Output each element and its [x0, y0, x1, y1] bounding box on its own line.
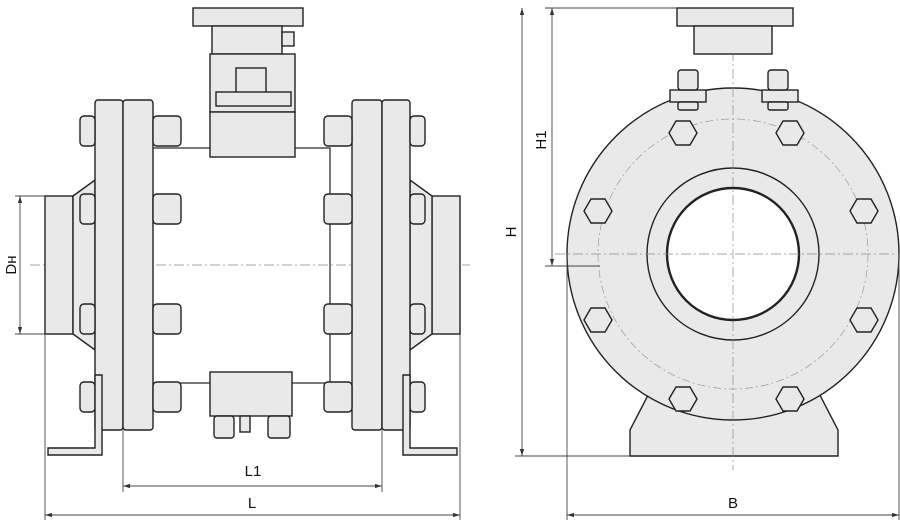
l-label: L: [248, 495, 256, 512]
end-view: H1 H B: [503, 7, 900, 520]
side-view: Dн L1 L: [3, 7, 470, 520]
left-inner-flange: [122, 99, 154, 431]
left-foot: [47, 374, 103, 456]
b-label: B: [728, 495, 738, 512]
flange-bolts: [79, 115, 426, 413]
top-actuator-mount: [192, 7, 304, 158]
dn-label: Dн: [3, 255, 20, 274]
left-nozzle: [44, 195, 74, 335]
pipe-body: [149, 147, 331, 384]
upper-trunnion-block: [209, 111, 296, 158]
h1-label: H1: [533, 130, 550, 149]
end-bolts: [583, 120, 879, 412]
right-inner-flange: [351, 99, 383, 431]
l1-label: L1: [245, 463, 262, 480]
right-foot: [402, 374, 458, 456]
mount-top-plate: [192, 7, 304, 27]
h-label: H: [503, 227, 520, 238]
end-top-mount: [669, 7, 799, 111]
right-outer-flange: [381, 99, 411, 431]
bottom-trunnion: [209, 371, 293, 439]
lower-trunnion-block: [209, 371, 293, 417]
end-mount-plate: [676, 7, 794, 27]
right-nozzle: [431, 195, 461, 335]
